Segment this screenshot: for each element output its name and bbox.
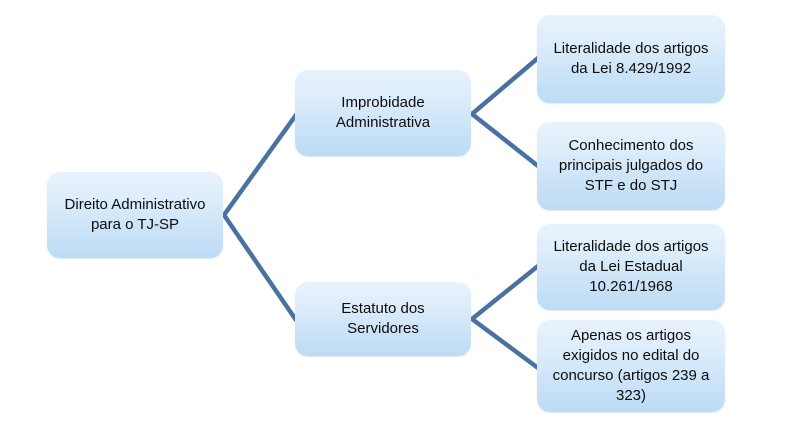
node-literalidade-lei-estadual-10261[interactable]: Literalidade dos artigos da Lei Estadual… [537, 224, 725, 310]
node-literalidade-lei-8429-label: Literalidade dos artigos da Lei 8.429/19… [553, 40, 709, 77]
node-literalidade-lei-8429[interactable]: Literalidade dos artigos da Lei 8.429/19… [537, 15, 725, 103]
connector-improbidade-to-literalidade-8429 [469, 55, 541, 117]
node-apenas-artigos-edital[interactable]: Apenas os artigos exigidos no edital do … [537, 320, 725, 412]
node-improbidade-administrativa-label: Improbidade Administrativa [335, 94, 431, 131]
connector-estatuto-to-apenas-artigos [469, 316, 541, 371]
node-root-label: Direito Administrativo para o TJ-SP [64, 196, 206, 233]
node-improbidade-administrativa[interactable]: Improbidade Administrativa [295, 70, 471, 156]
node-root[interactable]: Direito Administrativo para o TJ-SP [47, 172, 223, 258]
node-estatuto-dos-servidores-label: Estatuto dos Servidores [341, 300, 425, 337]
node-conhecimento-julgados-stf-stj[interactable]: Conhecimento dos principais julgados do … [537, 122, 725, 210]
connector-improbidade-to-julgados [469, 111, 541, 169]
connector-root-to-improbidade [221, 112, 299, 218]
node-literalidade-lei-estadual-10261-label: Literalidade dos artigos da Lei Estadual… [553, 238, 709, 295]
node-estatuto-dos-servidores[interactable]: Estatuto dos Servidores [295, 282, 471, 356]
connector-estatuto-to-literalidade-estadual [469, 263, 541, 322]
connector-root-to-estatuto [221, 212, 299, 323]
node-apenas-artigos-edital-label: Apenas os artigos exigidos no edital do … [552, 327, 710, 404]
node-conhecimento-julgados-stf-stj-label: Conhecimento dos principais julgados do … [558, 137, 704, 194]
